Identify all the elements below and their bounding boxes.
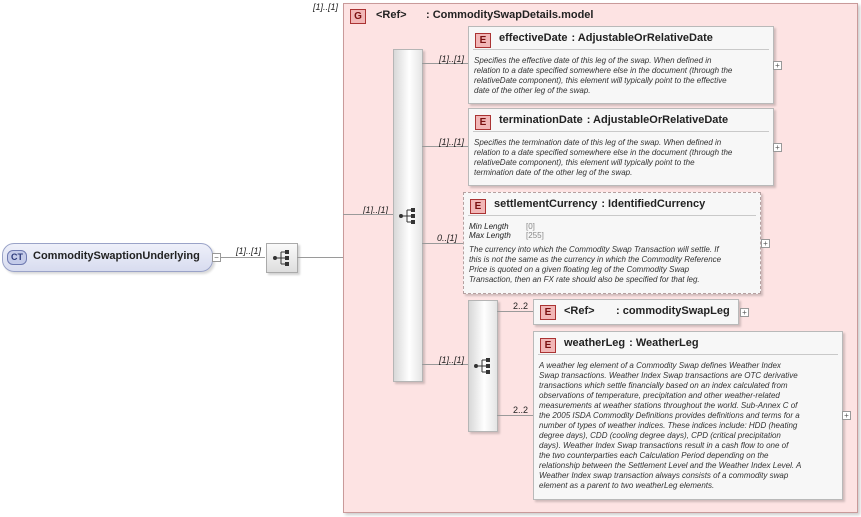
facet-label: Max Length bbox=[469, 231, 511, 240]
sequence-bar-2[interactable] bbox=[468, 300, 498, 432]
desc-line: termination date of the other leg of the… bbox=[474, 168, 633, 177]
element-description: Specifies the effective date of this leg… bbox=[474, 56, 732, 96]
element-settlementCurrency[interactable]: E settlementCurrency: IdentifiedCurrency… bbox=[463, 192, 761, 294]
sequence-bar-1[interactable] bbox=[393, 49, 423, 382]
desc-line: number of types of weather indices. Thes… bbox=[539, 421, 798, 430]
element-badge: E bbox=[470, 199, 486, 214]
element-badge: E bbox=[540, 338, 556, 353]
element-terminationDate[interactable]: E terminationDate: AdjustableOrRelativeD… bbox=[468, 108, 774, 186]
desc-line: Price is quoted on a given floating leg … bbox=[469, 265, 690, 274]
element-name: : commoditySwapLeg bbox=[616, 305, 730, 317]
sequence-icon bbox=[399, 208, 415, 224]
connector bbox=[297, 257, 343, 258]
desc-line: A weather leg element of a Commodity Swa… bbox=[539, 361, 781, 370]
element-name: weatherLeg bbox=[564, 337, 626, 349]
connector bbox=[497, 415, 533, 416]
desc-line: The currency into which the Commodity Sw… bbox=[469, 245, 719, 254]
desc-line: transactions which settle financially ba… bbox=[539, 381, 788, 390]
desc-line: degree days), CDD (cooling degree days),… bbox=[539, 431, 781, 440]
desc-line: observations of temperature, precipitati… bbox=[539, 391, 780, 400]
seq1-multiplicity: [1]..[1] bbox=[363, 205, 389, 215]
desc-line: Swap transactions. Weather Index Swap tr… bbox=[539, 371, 798, 380]
element-ref-label: <Ref> bbox=[564, 305, 595, 317]
facet-label: Min Length bbox=[469, 222, 509, 231]
desc-line: Specifies the effective date of this leg… bbox=[474, 56, 712, 65]
group-badge: G bbox=[350, 9, 366, 24]
root-sequence-box[interactable] bbox=[266, 243, 298, 273]
divider bbox=[473, 131, 769, 132]
element-description: A weather leg element of a Commodity Swa… bbox=[539, 361, 801, 491]
desc-line: relation to a date specified somewhere e… bbox=[474, 66, 733, 75]
desc-line: measurements at weather stations through… bbox=[539, 401, 798, 410]
element-description: Specifies the termination date of this l… bbox=[474, 138, 732, 178]
element-effectiveDate[interactable]: E effectiveDate: AdjustableOrRelativeDat… bbox=[468, 26, 774, 104]
terminationDate-multiplicity: [1]..[1] bbox=[439, 137, 465, 147]
element-name-row: terminationDate: AdjustableOrRelativeDat… bbox=[499, 114, 732, 126]
facet-row: Min Length [0] bbox=[469, 222, 544, 231]
expand-toggle[interactable]: + bbox=[773, 143, 782, 152]
seq2-multiplicity: [1]..[1] bbox=[439, 355, 465, 365]
desc-line: relativeDate component), this element wi… bbox=[474, 158, 695, 167]
element-badge: E bbox=[475, 33, 491, 48]
facet-row: Max Length [255] bbox=[469, 231, 544, 240]
element-type: : AdjustableOrRelativeDate bbox=[586, 114, 729, 126]
desc-line: the two counterparties each Calculation … bbox=[539, 451, 769, 460]
element-type: : AdjustableOrRelativeDate bbox=[571, 32, 713, 44]
connector bbox=[220, 257, 265, 258]
desc-line: Weather Index swap transaction always co… bbox=[539, 471, 789, 480]
element-description: The currency into which the Commodity Sw… bbox=[469, 245, 721, 285]
element-name-row: effectiveDate: AdjustableOrRelativeDate bbox=[499, 32, 717, 44]
expand-toggle[interactable]: + bbox=[761, 239, 770, 248]
desc-line: relationship between the Settlement Leve… bbox=[539, 461, 802, 470]
sequence-icon bbox=[273, 250, 289, 266]
desc-line: relativeDate component), this element wi… bbox=[474, 76, 727, 85]
swapLeg-multiplicity: 2..2 bbox=[513, 301, 529, 311]
facet-value: [0] bbox=[526, 222, 535, 231]
element-name: effectiveDate bbox=[499, 32, 568, 44]
element-name-row: settlementCurrency: IdentifiedCurrency bbox=[494, 198, 709, 210]
ct-badge: CT bbox=[7, 250, 27, 265]
desc-line: element as a parent to two weatherLeg el… bbox=[539, 481, 715, 490]
expand-toggle[interactable]: + bbox=[740, 308, 749, 317]
desc-line: date of the other leg of the swap. bbox=[474, 86, 591, 95]
desc-line: relation to a date specified somewhere e… bbox=[474, 148, 733, 157]
expand-toggle[interactable]: + bbox=[773, 61, 782, 70]
root-type-name: CommoditySwaptionUnderlying bbox=[33, 250, 200, 262]
element-name: settlementCurrency bbox=[494, 198, 598, 210]
element-type: : IdentifiedCurrency bbox=[601, 198, 706, 210]
settlementCurrency-multiplicity: 0..[1] bbox=[437, 233, 458, 243]
element-name-row: weatherLeg: WeatherLeg bbox=[564, 337, 703, 349]
element-badge: E bbox=[540, 305, 556, 320]
expand-toggle[interactable]: + bbox=[842, 411, 851, 420]
desc-line: the 2005 ISDA Commodity Definitions prov… bbox=[539, 411, 800, 420]
element-commoditySwapLeg[interactable]: E <Ref> : commoditySwapLeg bbox=[533, 299, 739, 325]
element-name: terminationDate bbox=[499, 114, 583, 126]
element-type: : WeatherLeg bbox=[629, 337, 699, 349]
root-multiplicity: [1]..[1] bbox=[236, 246, 262, 256]
desc-line: days). Weather Index Swap transactions r… bbox=[539, 441, 789, 450]
facets: Min Length [0] Max Length [255] bbox=[469, 222, 544, 240]
connector bbox=[422, 243, 463, 244]
divider bbox=[473, 49, 769, 50]
connector bbox=[422, 364, 468, 365]
desc-line: this is not the same as the currency in … bbox=[469, 255, 722, 264]
desc-line: Transaction, then an FX rate should also… bbox=[469, 275, 700, 284]
divider bbox=[468, 215, 756, 216]
group-name: : CommoditySwapDetails.model bbox=[426, 9, 594, 21]
facet-value: [255] bbox=[526, 231, 544, 240]
connector bbox=[422, 63, 468, 64]
element-weatherLeg[interactable]: E weatherLeg: WeatherLeg A weather leg e… bbox=[533, 331, 843, 500]
connector bbox=[422, 146, 468, 147]
element-badge: E bbox=[475, 115, 491, 130]
desc-line: Specifies the termination date of this l… bbox=[474, 138, 722, 147]
group-multiplicity: [1]..[1] bbox=[313, 2, 339, 12]
effectiveDate-multiplicity: [1]..[1] bbox=[439, 54, 465, 64]
sequence-icon bbox=[474, 358, 490, 374]
group-ref-label: <Ref> bbox=[376, 9, 407, 21]
weatherLeg-multiplicity: 2..2 bbox=[513, 405, 529, 415]
root-type-box[interactable]: CT CommoditySwaptionUnderlying bbox=[2, 243, 213, 272]
connector bbox=[497, 311, 533, 312]
connector bbox=[343, 214, 393, 215]
divider bbox=[538, 354, 838, 355]
